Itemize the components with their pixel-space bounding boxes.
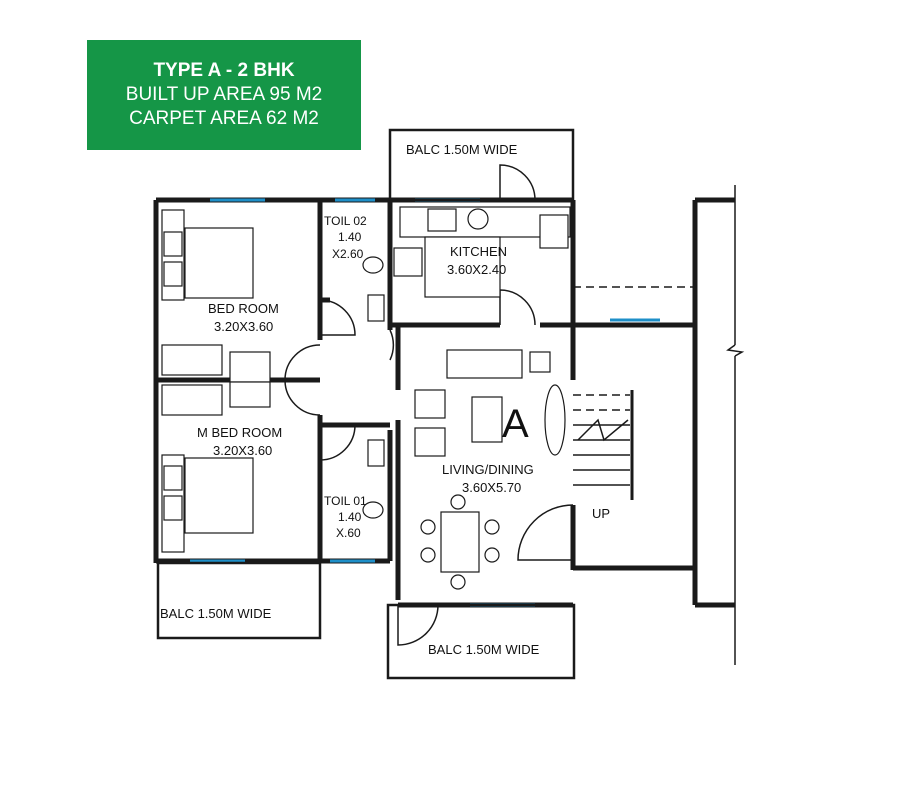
furniture xyxy=(161,206,571,590)
kitchen-name: KITCHEN xyxy=(450,244,507,259)
staircase xyxy=(573,185,745,665)
m-bed-room-name: M BED ROOM xyxy=(197,425,282,440)
living-dining-size: 3.60X5.70 xyxy=(462,480,521,495)
toil-02-line1: 1.40 xyxy=(338,230,362,244)
carpet-area: CARPET AREA 62 M2 xyxy=(129,108,319,129)
toil-02-name: TOIL 02 xyxy=(324,214,367,228)
balcony-top-label: BALC 1.50M WIDE xyxy=(406,142,518,157)
kitchen-size: 3.60X2.40 xyxy=(447,262,506,277)
unit-letter: A xyxy=(502,402,529,446)
unit-type-banner: TYPE A - 2 BHK BUILT UP AREA 95 M2 CARPE… xyxy=(87,40,361,150)
interior-walls xyxy=(156,200,573,561)
bed-room-size: 3.20X3.60 xyxy=(214,319,273,334)
balconies xyxy=(156,128,576,680)
living-dining-name: LIVING/DINING xyxy=(442,462,534,477)
unit-type-title: TYPE A - 2 BHK xyxy=(153,60,295,81)
balcony-bottom-left-label: BALC 1.50M WIDE xyxy=(160,606,272,621)
toil-01-name: TOIL 01 xyxy=(324,494,367,508)
toil-01-line1: 1.40 xyxy=(338,510,362,524)
balcony-bottom-right-label: BALC 1.50M WIDE xyxy=(428,642,540,657)
toil-02-line2: X2.60 xyxy=(332,247,364,261)
built-up-area: BUILT UP AREA 95 M2 xyxy=(125,84,323,105)
m-bed-room-size: 3.20X3.60 xyxy=(213,443,272,458)
bed-room-name: BED ROOM xyxy=(208,301,279,316)
stair-up-label: UP xyxy=(592,506,610,521)
doors xyxy=(284,164,574,646)
toil-01-line2: X.60 xyxy=(336,526,361,540)
